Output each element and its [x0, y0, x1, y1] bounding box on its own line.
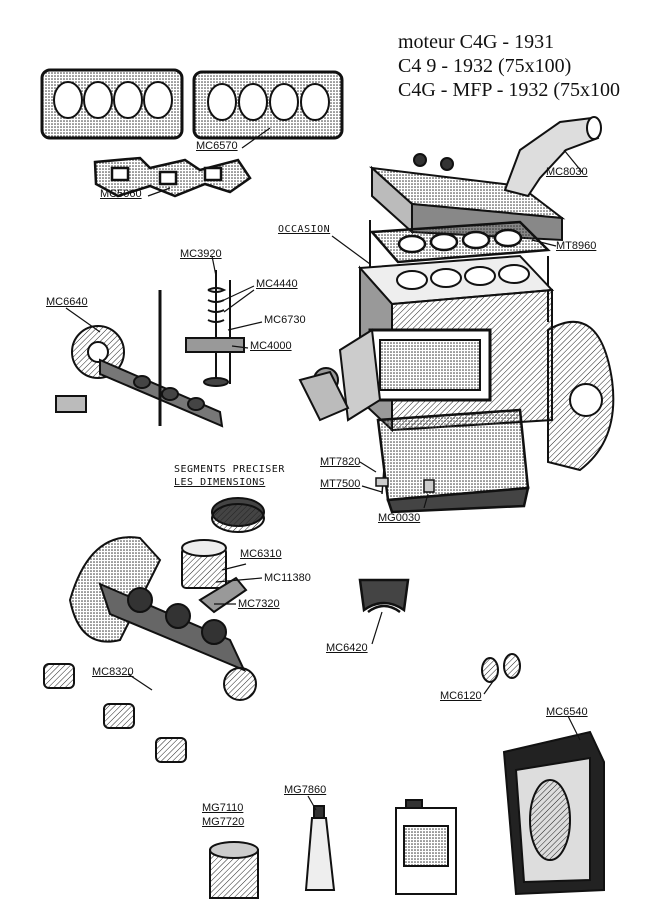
ref-mc6310: MC6310	[240, 548, 282, 560]
sealant-tube	[304, 805, 336, 891]
manifold-gasket	[93, 156, 252, 198]
title-line-1: moteur C4G - 1931	[398, 31, 555, 53]
ref-mc4440: MC4440	[256, 278, 298, 290]
main-bearing-shells	[43, 663, 187, 763]
ref-mc6640: MC6640	[46, 296, 88, 308]
valve-and-springs	[185, 270, 245, 387]
camshaft-and-gear	[55, 290, 224, 428]
ref-mg7860: MG7860	[284, 784, 327, 796]
gasket-kit-box	[502, 730, 605, 896]
ref-mc5060: MC5060	[100, 188, 142, 200]
rear-seal	[358, 578, 410, 614]
timing-cover	[547, 320, 615, 472]
ref-mc8030: MC8030	[546, 166, 588, 178]
note-segments-line-1: SEGMENTS PRECISER	[174, 464, 285, 475]
ref-mt8960: MT8960	[556, 240, 597, 252]
ref-mc6540: MC6540	[546, 706, 588, 718]
drain-plug-and-dipstick	[375, 467, 435, 495]
leader-lines	[65, 127, 583, 811]
valve-caps	[481, 653, 521, 683]
ref-mc6120: MC6120	[440, 690, 482, 702]
sealant-can	[209, 841, 259, 899]
ref-mc6570: MC6570	[196, 140, 238, 152]
piston	[181, 539, 227, 589]
cylinder-head	[368, 153, 566, 242]
engine-block	[298, 254, 555, 433]
water-outlet-pipe	[503, 116, 602, 198]
ref-mc4000: MC4000	[250, 340, 292, 352]
block-gasket	[369, 220, 551, 264]
ref-mt7820: MT7820	[320, 456, 361, 468]
head-gasket-left	[40, 68, 184, 140]
piston-rings	[211, 497, 265, 533]
ref-mg7720: MG7720	[202, 816, 245, 828]
ref-mc6730: MC6730	[264, 314, 306, 326]
oil-pan	[376, 408, 530, 514]
oil-tin	[395, 799, 457, 895]
title-line-3: C4G - MFP - 1932 (75x100	[398, 79, 620, 101]
title-line-2: C4 9 - 1932 (75x100)	[398, 55, 572, 77]
head-gasket-right	[192, 70, 344, 140]
ref-mg0030: MG0030	[378, 512, 421, 524]
ref-mt7500: MT7500	[320, 478, 361, 490]
crankshaft-and-flywheel	[68, 536, 257, 701]
ref-mc6420: MC6420	[326, 642, 368, 654]
ref-mg7110: MG7110	[202, 802, 244, 814]
ref-mc7320: MC7320	[238, 598, 280, 610]
note-occasion: OCCASION	[278, 224, 331, 235]
ref-mc8320: MC8320	[92, 666, 134, 678]
note-segments-line-2: LES DIMENSIONS	[174, 477, 266, 488]
ref-mc3920: MC3920	[180, 248, 222, 260]
ref-mc11380: MC11380	[264, 572, 311, 584]
